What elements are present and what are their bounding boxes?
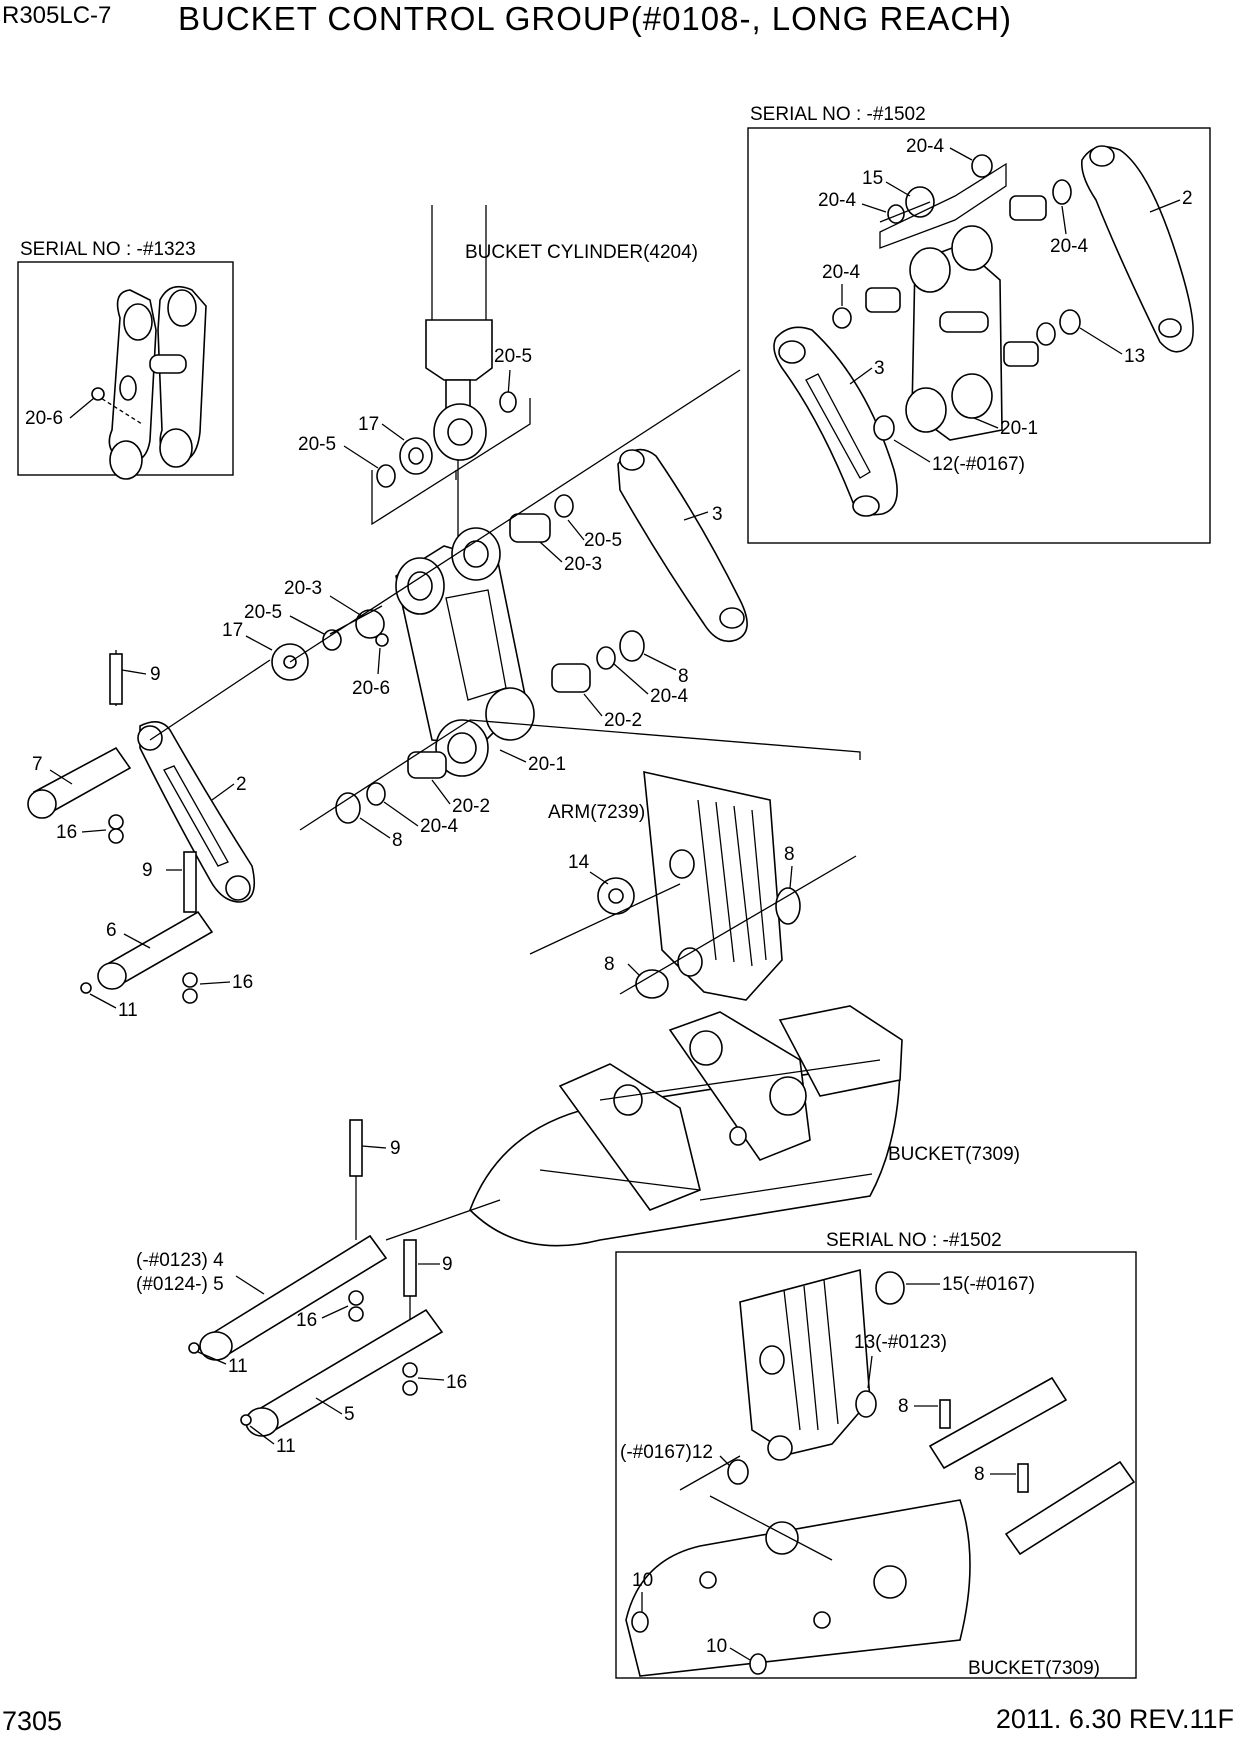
callout-br-8-b: 8 — [974, 1464, 985, 1485]
callout-m-20-4-a: 20-4 — [650, 686, 688, 707]
callout-m-20-6: 20-6 — [352, 678, 390, 699]
assembly-label-bucket-cylinder: BUCKET CYLINDER(4204) — [465, 242, 698, 263]
inset-label-top-right: SERIAL NO : -#1502 — [750, 104, 926, 125]
page-title: BUCKET CONTROL GROUP(#0108-, LONG REACH) — [178, 0, 1012, 37]
callout-b-9-a: 9 — [390, 1138, 401, 1159]
inset-label-bottom-right: SERIAL NO : -#1502 — [826, 1230, 1002, 1251]
callout-m-20-5-b: 20-5 — [298, 434, 336, 455]
inset-box-bottom-right — [615, 1251, 1137, 1679]
callout-b-16-b: 16 — [446, 1372, 467, 1393]
callout-m-8-a: 8 — [678, 666, 689, 687]
callout-tr-3: 3 — [874, 358, 885, 379]
callout-b-16-a: 16 — [296, 1310, 317, 1331]
left-pins-drawing — [27, 650, 271, 1004]
inset-arm-bucket-drawing-bottom-right — [625, 1268, 1136, 1677]
callout-b-5a: (#0124-) 5 — [136, 1274, 224, 1295]
callout-m-20-3-a: 20-3 — [564, 554, 602, 575]
callout-m-20-5-d: 20-5 — [244, 602, 282, 623]
callout-b-4: (-#0123) 4 — [136, 1250, 224, 1271]
callout-m-2: 2 — [236, 774, 247, 795]
bucket-cylinder-drawing — [425, 205, 493, 560]
inset-label-top-left: SERIAL NO : -#1323 — [20, 239, 196, 260]
callout-m-20-4-b: 20-4 — [420, 816, 458, 837]
callout-m-6: 6 — [106, 920, 117, 941]
callout-br-8-a: 8 — [898, 1396, 909, 1417]
callout-m-20-2-b: 20-2 — [452, 796, 490, 817]
model-number: R305LC-7 — [2, 2, 112, 29]
callout-tr-20-1: 20-1 — [1000, 418, 1038, 439]
callout-tr-20-4-a: 20-4 — [906, 136, 944, 157]
callout-tr-2: 2 — [1182, 188, 1193, 209]
callout-tr-15: 15 — [862, 168, 883, 189]
callout-b-11-b: 11 — [276, 1436, 296, 1457]
callout-tr-13: 13 — [1124, 346, 1145, 367]
callout-tr-20-4-d: 20-4 — [822, 262, 860, 283]
page-number: 7305 — [2, 1706, 63, 1736]
main-link-drawing — [395, 448, 748, 777]
callout-br-10-a: 10 — [632, 1570, 653, 1591]
footer-date-revision: 2011. 6.30 REV.11F — [995, 1704, 1234, 1734]
callout-tr-20-4-b: 20-4 — [818, 190, 856, 211]
inset-box-top-right — [747, 127, 1211, 544]
inset-link-drawing-top-left — [91, 285, 207, 480]
callout-m-7: 7 — [32, 754, 43, 775]
arm-drawing — [597, 770, 801, 1001]
callout-br-10-b: 10 — [706, 1636, 727, 1657]
callout-m-20-5-c: 20-5 — [584, 530, 622, 551]
callout-b-9-b: 9 — [442, 1254, 453, 1275]
bucket-drawing — [469, 1005, 903, 1247]
callout-m-17-a: 17 — [358, 414, 379, 435]
assembly-label-bucket: BUCKET(7309) — [888, 1144, 1020, 1165]
bottom-pins-drawing — [188, 1119, 501, 1437]
callout-m-16-b: 16 — [232, 972, 253, 993]
callout-m-8-c: 8 — [784, 844, 795, 865]
callout-m-9-a: 9 — [150, 664, 161, 685]
callout-tr-12: 12(-#0167) — [932, 454, 1025, 475]
callout-tr-20-4-c: 20-4 — [1050, 236, 1088, 257]
callout-m-20-5-a: 20-5 — [494, 346, 532, 367]
callout-m-8-b: 8 — [392, 830, 403, 851]
callout-m-20-2-a: 20-2 — [604, 710, 642, 731]
assembly-label-arm: ARM(7239) — [548, 802, 645, 823]
callout-m-20-1: 20-1 — [528, 754, 566, 775]
callout-m-8-d: 8 — [604, 954, 615, 975]
callout-br-15: 15(-#0167) — [942, 1274, 1035, 1295]
callout-b-11-a: 11 — [228, 1356, 248, 1377]
callout-m-3: 3 — [712, 504, 723, 525]
callout-m-11-a: 11 — [118, 1000, 138, 1021]
callout-b-5: 5 — [344, 1404, 355, 1425]
callout-br-12: (-#0167)12 — [620, 1442, 713, 1463]
callout-m-20-3-b: 20-3 — [284, 578, 322, 599]
callout-m-17-b: 17 — [222, 620, 243, 641]
callout-br-13: 13(-#0123) — [854, 1332, 947, 1353]
inset-link-drawing-top-right — [773, 145, 1194, 517]
callout-tl-20-6: 20-6 — [25, 408, 63, 429]
callout-m-16-a: 16 — [56, 822, 77, 843]
callout-m-14: 14 — [568, 852, 590, 873]
callout-m-9-b: 9 — [142, 860, 153, 881]
assembly-label-bucket-inset: BUCKET(7309) — [968, 1658, 1100, 1679]
